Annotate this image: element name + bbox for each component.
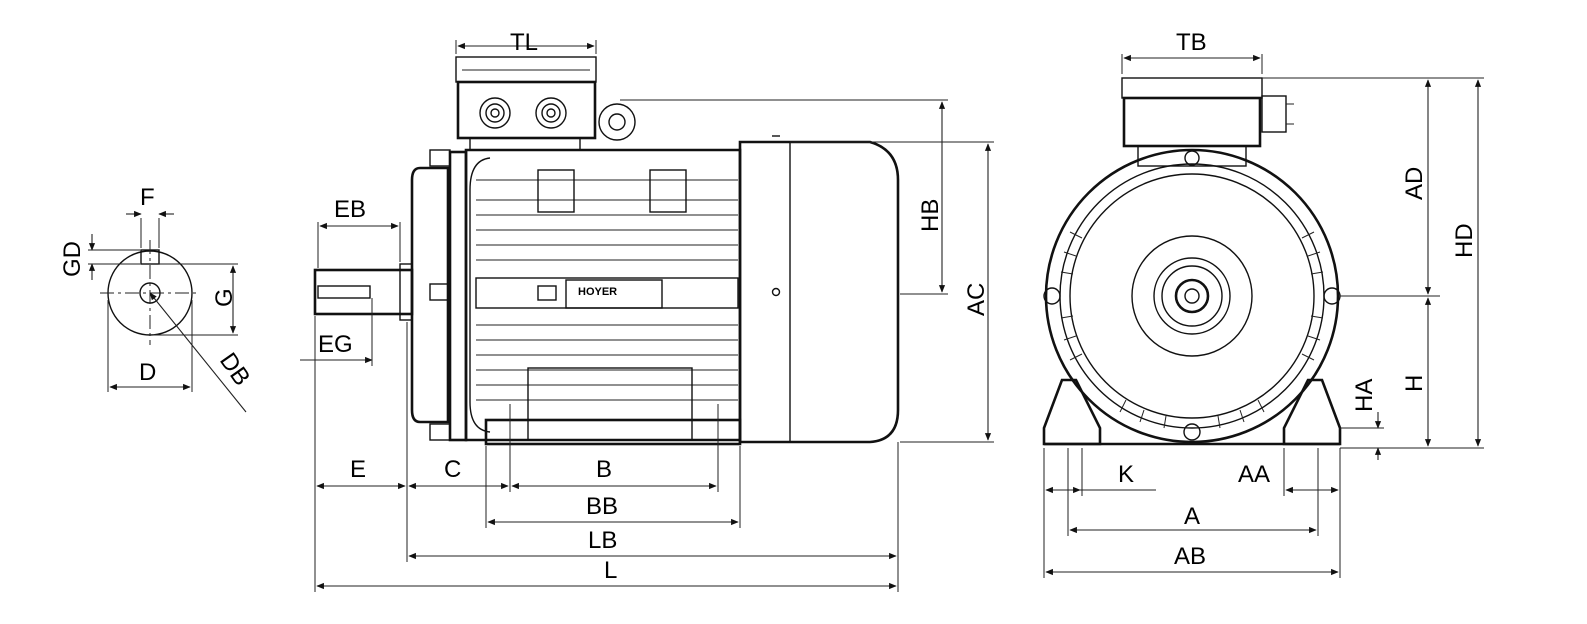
dim-label-AD: AD xyxy=(1401,167,1428,200)
housing-ribs xyxy=(1060,231,1324,429)
brand-label: HOYER xyxy=(578,286,617,298)
dim-label-BB: BB xyxy=(586,493,618,520)
dim-label-TB: TB xyxy=(1176,29,1207,56)
lifting-eye xyxy=(598,103,636,141)
dim-label-HA: HA xyxy=(1351,379,1378,412)
motor-housing-outline xyxy=(1044,148,1340,444)
terminal-box-lid xyxy=(1121,77,1263,99)
nameplate xyxy=(565,279,663,309)
dim-label-F: F xyxy=(140,184,155,211)
fan-cover xyxy=(738,140,900,444)
dim-label-B: B xyxy=(596,456,612,483)
drive-endshield xyxy=(410,166,450,424)
dim-label-AC: AC xyxy=(963,283,990,316)
dim-label-K: K xyxy=(1118,461,1134,488)
dim-label-H: H xyxy=(1401,375,1428,392)
dim-label-A: A xyxy=(1184,503,1200,530)
shaft-end xyxy=(1174,278,1210,314)
flange-ring xyxy=(1131,235,1253,357)
dim-label-G: G xyxy=(211,288,238,307)
dim-label-EG: EG xyxy=(318,331,353,358)
end-view: TB AD HD HA H K AA A AB xyxy=(1042,29,1484,578)
shaft-section-view: F GD G D DB xyxy=(59,184,255,413)
right-foot xyxy=(1282,378,1342,446)
dim-label-E: E xyxy=(350,456,366,483)
terminal-box xyxy=(455,56,636,151)
dim-label-DB: DB xyxy=(214,348,255,391)
left-foot xyxy=(1042,378,1102,446)
terminal-box xyxy=(1122,96,1262,148)
dim-label-LB: LB xyxy=(588,527,617,554)
dim-label-C: C xyxy=(444,456,461,483)
cooling-fins xyxy=(476,179,738,401)
dim-label-HD: HD xyxy=(1451,223,1478,258)
dim-label-TL: TL xyxy=(510,29,538,56)
dim-label-HB: HB xyxy=(917,199,944,232)
dim-label-GD: GD xyxy=(59,241,86,277)
side-view: HOYER xyxy=(300,29,994,592)
dim-label-AB: AB xyxy=(1174,543,1206,570)
dim-label-D: D xyxy=(139,359,156,386)
dim-label-AA: AA xyxy=(1238,461,1270,488)
dim-label-L: L xyxy=(604,557,617,584)
key xyxy=(317,285,371,299)
cable-gland xyxy=(1261,95,1287,133)
shaft xyxy=(313,268,414,316)
dim-label-EB: EB xyxy=(334,196,366,223)
